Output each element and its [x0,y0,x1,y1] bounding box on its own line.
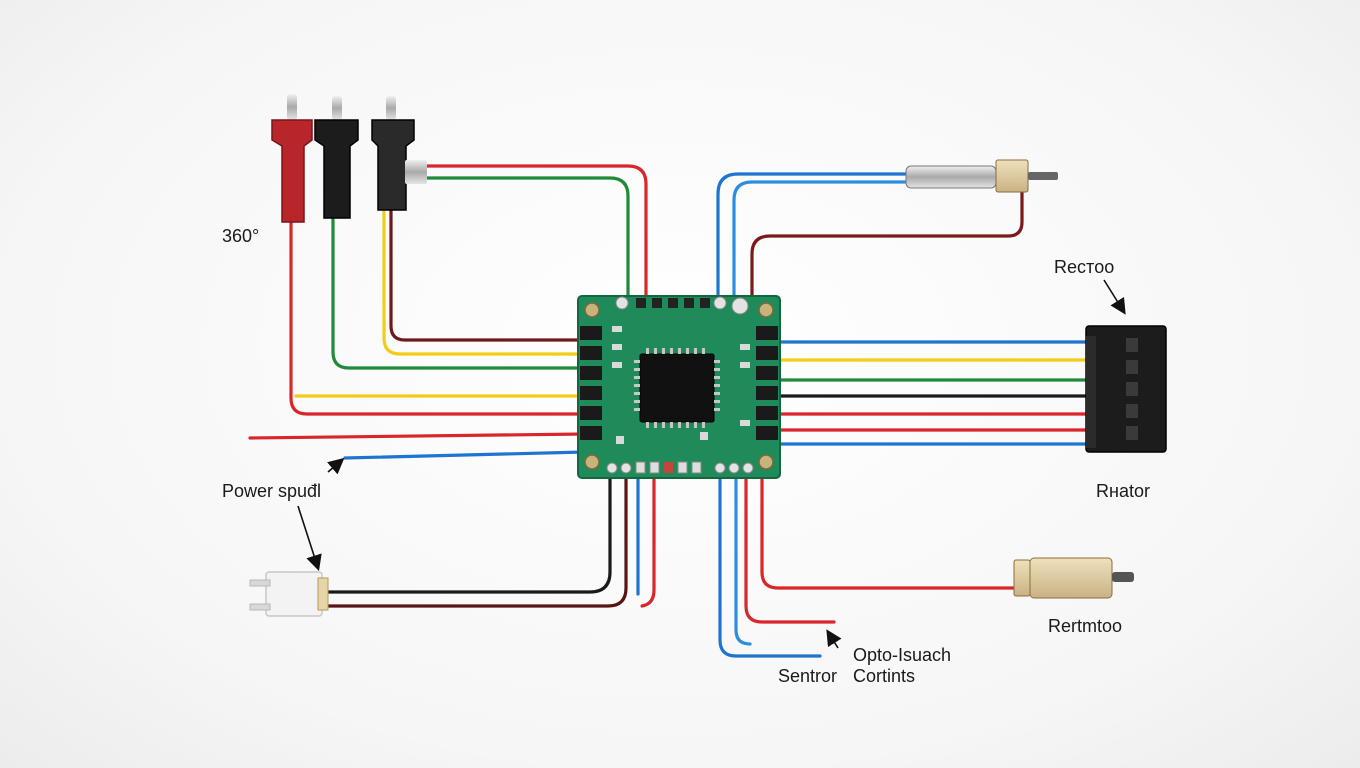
rca-pin-icon [287,94,297,120]
rca-plug-black-2[interactable] [371,96,427,211]
terminal-block[interactable] [1085,325,1167,453]
rca-plug-red[interactable] [271,94,313,223]
wire-red-left [289,220,587,416]
wire-darkred-top [750,190,1024,302]
arrow-icon [327,457,345,475]
label-angle: 360° [222,226,260,246]
power-connector[interactable] [249,571,329,617]
pcb-top-pins [615,296,749,315]
arrow-icon [826,629,842,649]
label-sensor: Sentror [778,666,838,686]
microcontroller-chip [634,348,720,428]
wire-green-left [331,216,587,370]
wire-blue-stub [343,450,587,460]
pcb-left-connectors [580,326,602,440]
wires-right [773,340,1094,446]
label-opto: Opto-Isuach [853,645,952,665]
wire-blue-bottom-a [718,476,822,658]
rca-pin-icon [332,96,342,120]
label-contacts: Cortints [853,666,916,686]
wires-bottom [324,476,1020,658]
wire-red-bottom-a [744,476,836,624]
wires-top-right [716,172,1024,302]
sensor-probe-icon [905,165,997,189]
pcb-right-connectors [756,326,778,440]
pcb-bottom-pins [606,461,754,474]
arrow-icon [1103,279,1126,315]
label-top-right: Reстoo [1054,257,1115,277]
arrow-icon [297,505,322,572]
label-bottom-right: Rertmtoo [1048,616,1123,636]
sensor-probe-top[interactable] [905,159,1058,193]
wire-blue-bottom-b [734,476,752,646]
wire-blue-top-b [732,180,908,302]
pcb-board [577,295,781,479]
rca-plug-black[interactable] [314,96,359,219]
wire-red-stub [248,432,587,440]
microcontroller-chip-icon [639,353,715,423]
annotation-arrows [297,279,1126,649]
rca-pin-icon [386,96,396,120]
rca-plug-icon [371,119,415,211]
wire-blue-top-a [716,172,908,302]
sensor-probe-bottom[interactable] [1013,557,1134,599]
wire-red-bottom-b [760,476,1020,590]
rca-plug-icon [271,119,313,223]
power-connector-icon [265,571,323,617]
wire-darkred-bottom [324,476,628,608]
rca-plug-icon [314,119,359,219]
pcb-smd-components [612,326,750,444]
wire-yellow-left [382,208,587,356]
wire-black-bottom [324,476,612,594]
wire-red-top [418,164,648,302]
rca-ring-icon [405,160,427,184]
wire-green-top [418,176,630,302]
label-right-middle: Rнаtor [1096,481,1150,501]
wire-red-bottom-l [640,476,656,608]
wire-darkred-left [389,208,587,342]
sensor-probe-icon [1029,557,1113,599]
label-power: Power spuđl [222,481,322,501]
wires-left [248,164,648,460]
